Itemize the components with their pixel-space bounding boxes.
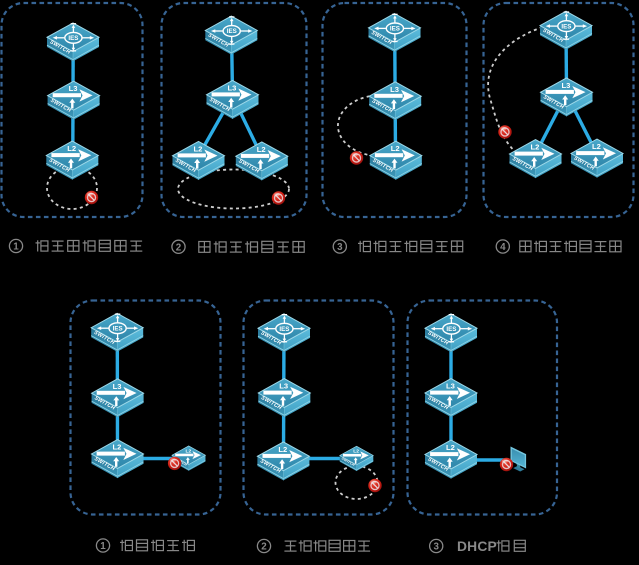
svg-text:1: 1 bbox=[13, 242, 19, 253]
svg-text:3: 3 bbox=[337, 242, 343, 253]
svg-text:3: 3 bbox=[433, 542, 439, 553]
svg-text:DHCP: DHCP bbox=[457, 539, 497, 554]
svg-text:4: 4 bbox=[500, 242, 506, 253]
svg-text:2: 2 bbox=[261, 542, 267, 553]
svg-text:1: 1 bbox=[100, 541, 106, 552]
svg-text:2: 2 bbox=[176, 242, 182, 253]
